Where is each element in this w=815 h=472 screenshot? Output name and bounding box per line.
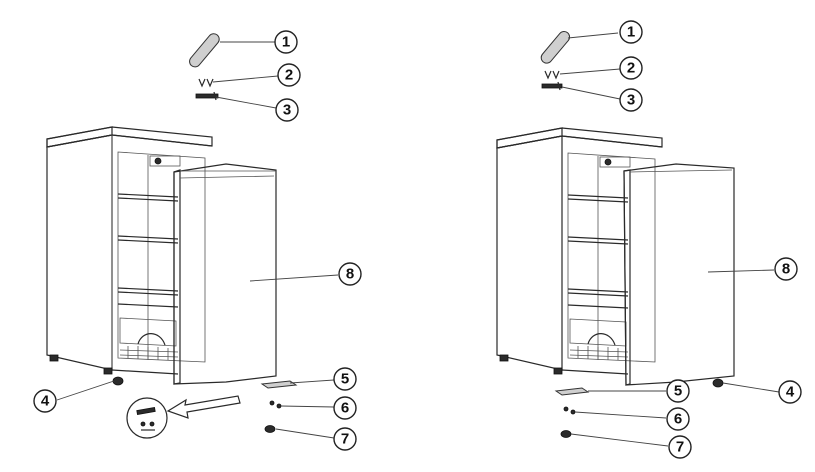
right-callout-4: 4 [778, 380, 802, 404]
svg-text:3: 3 [283, 102, 291, 119]
right-part-2 [544, 70, 560, 80]
left-cabinet [46, 126, 213, 375]
left-diagram: 1 2 3 4 5 6 7 8 [33, 30, 362, 451]
svg-text:2: 2 [627, 60, 635, 77]
right-part-3 [541, 81, 563, 91]
right-callout-2: 2 [619, 56, 643, 80]
right-callout-6: 6 [666, 407, 690, 431]
right-callout-1: 1 [619, 20, 643, 44]
svg-text:2: 2 [285, 67, 293, 84]
right-cabinet [496, 127, 663, 375]
left-door [173, 163, 277, 385]
svg-text:4: 4 [786, 384, 795, 401]
svg-text:7: 7 [341, 431, 349, 448]
left-transfer-arrow [166, 395, 241, 419]
left-callout-4: 4 [33, 389, 57, 413]
right-diagram: 1 2 3 4 5 6 7 8 [496, 20, 802, 459]
left-leader-lines [56, 41, 339, 439]
right-callout-7: 7 [668, 435, 692, 459]
left-part-6 [269, 400, 282, 409]
svg-text:5: 5 [674, 383, 682, 400]
right-callout-8: 8 [774, 257, 798, 281]
svg-text:1: 1 [627, 24, 635, 41]
left-callout-1: 1 [274, 30, 298, 54]
left-callout-2: 2 [277, 63, 301, 87]
left-callout-3: 3 [275, 98, 299, 122]
left-callout-6: 6 [333, 396, 357, 420]
left-part-5 [260, 380, 298, 389]
left-part-2 [198, 78, 214, 88]
left-part-1 [189, 33, 220, 68]
left-part-4 [112, 376, 124, 386]
left-part-7 [264, 425, 276, 433]
svg-text:1: 1 [282, 34, 290, 51]
left-part-3 [195, 91, 219, 101]
right-part-4 [712, 378, 724, 388]
right-callout-3: 3 [619, 88, 643, 112]
right-part-5 [554, 387, 590, 396]
right-part-6 [563, 406, 576, 415]
svg-text:5: 5 [341, 371, 349, 388]
left-callout-8: 8 [338, 262, 362, 286]
svg-text:7: 7 [676, 439, 684, 456]
right-part-7 [560, 430, 572, 438]
svg-text:3: 3 [627, 92, 635, 109]
svg-text:8: 8 [782, 261, 790, 278]
left-callout-5: 5 [333, 367, 357, 391]
left-callout-7: 7 [333, 427, 357, 451]
right-part-1 [540, 30, 571, 64]
right-leader-lines [559, 32, 780, 447]
left-detail-inset [126, 397, 168, 439]
svg-text:4: 4 [41, 393, 50, 410]
right-door [623, 163, 735, 386]
svg-text:8: 8 [346, 266, 354, 283]
svg-text:6: 6 [341, 400, 349, 417]
right-callout-5: 5 [666, 379, 690, 403]
svg-text:6: 6 [674, 411, 682, 428]
